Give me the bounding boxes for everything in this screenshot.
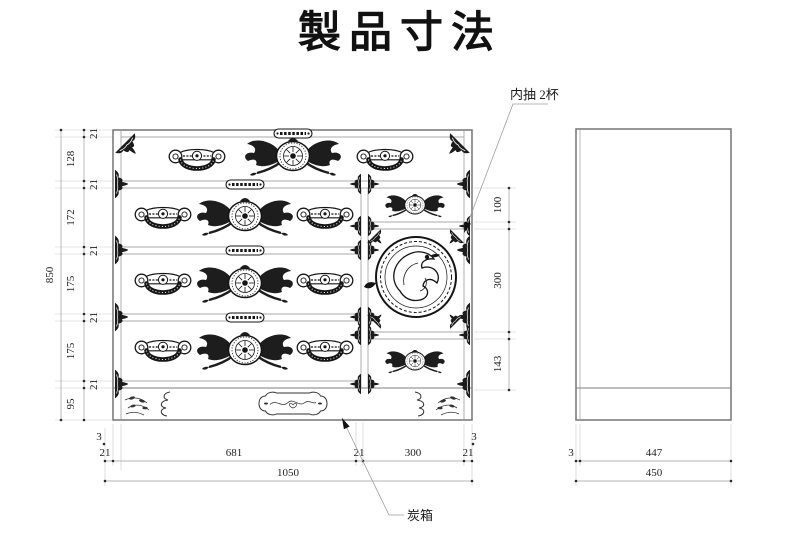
dimension-labels: 850 21 128 21 172 21 175 21 175 21 95 10…	[44, 128, 663, 479]
page-title: 製品寸法	[298, 9, 502, 57]
dim-edge-left: 3	[96, 431, 102, 443]
dim-height-seg: 175	[65, 275, 77, 292]
dim-height-seg: 21	[88, 379, 100, 390]
arrowhead-icon	[464, 221, 471, 233]
dim-height-seg: 21	[88, 312, 100, 323]
dim-width-seg: 681	[226, 447, 243, 459]
dim-width-seg: 300	[405, 447, 422, 459]
dim-height-total: 850	[44, 266, 56, 283]
dim-width-seg: 21	[100, 447, 111, 459]
dim-width-total: 1050	[277, 467, 300, 479]
dim-depth-total: 450	[646, 467, 663, 479]
dim-height-seg: 21	[88, 245, 100, 256]
dim-right-seg: 100	[492, 196, 504, 213]
callouts: 内抽 2杯 炭箱	[341, 87, 559, 523]
dim-height-seg: 95	[65, 398, 77, 410]
dim-height-seg: 175	[65, 342, 77, 359]
dim-height-seg: 172	[65, 209, 77, 226]
dim-height-seg: 21	[88, 179, 100, 190]
side-view	[575, 128, 732, 421]
dim-right-seg: 300	[492, 272, 504, 289]
dim-right-seg: 143	[492, 355, 504, 372]
dim-depth-inner: 447	[646, 447, 663, 459]
inner-drawers-label: 内抽 2杯	[510, 87, 559, 102]
dim-depth-edge: 3	[568, 447, 574, 459]
arrowhead-icon	[342, 418, 350, 430]
dim-height-seg: 21	[88, 128, 100, 139]
dim-width-seg: 21	[463, 447, 474, 459]
dimension-lines	[60, 130, 731, 482]
dim-height-seg: 128	[65, 150, 77, 167]
dim-edge-right: 3	[471, 431, 477, 443]
charcoal-box-label: 炭箱	[407, 508, 433, 523]
